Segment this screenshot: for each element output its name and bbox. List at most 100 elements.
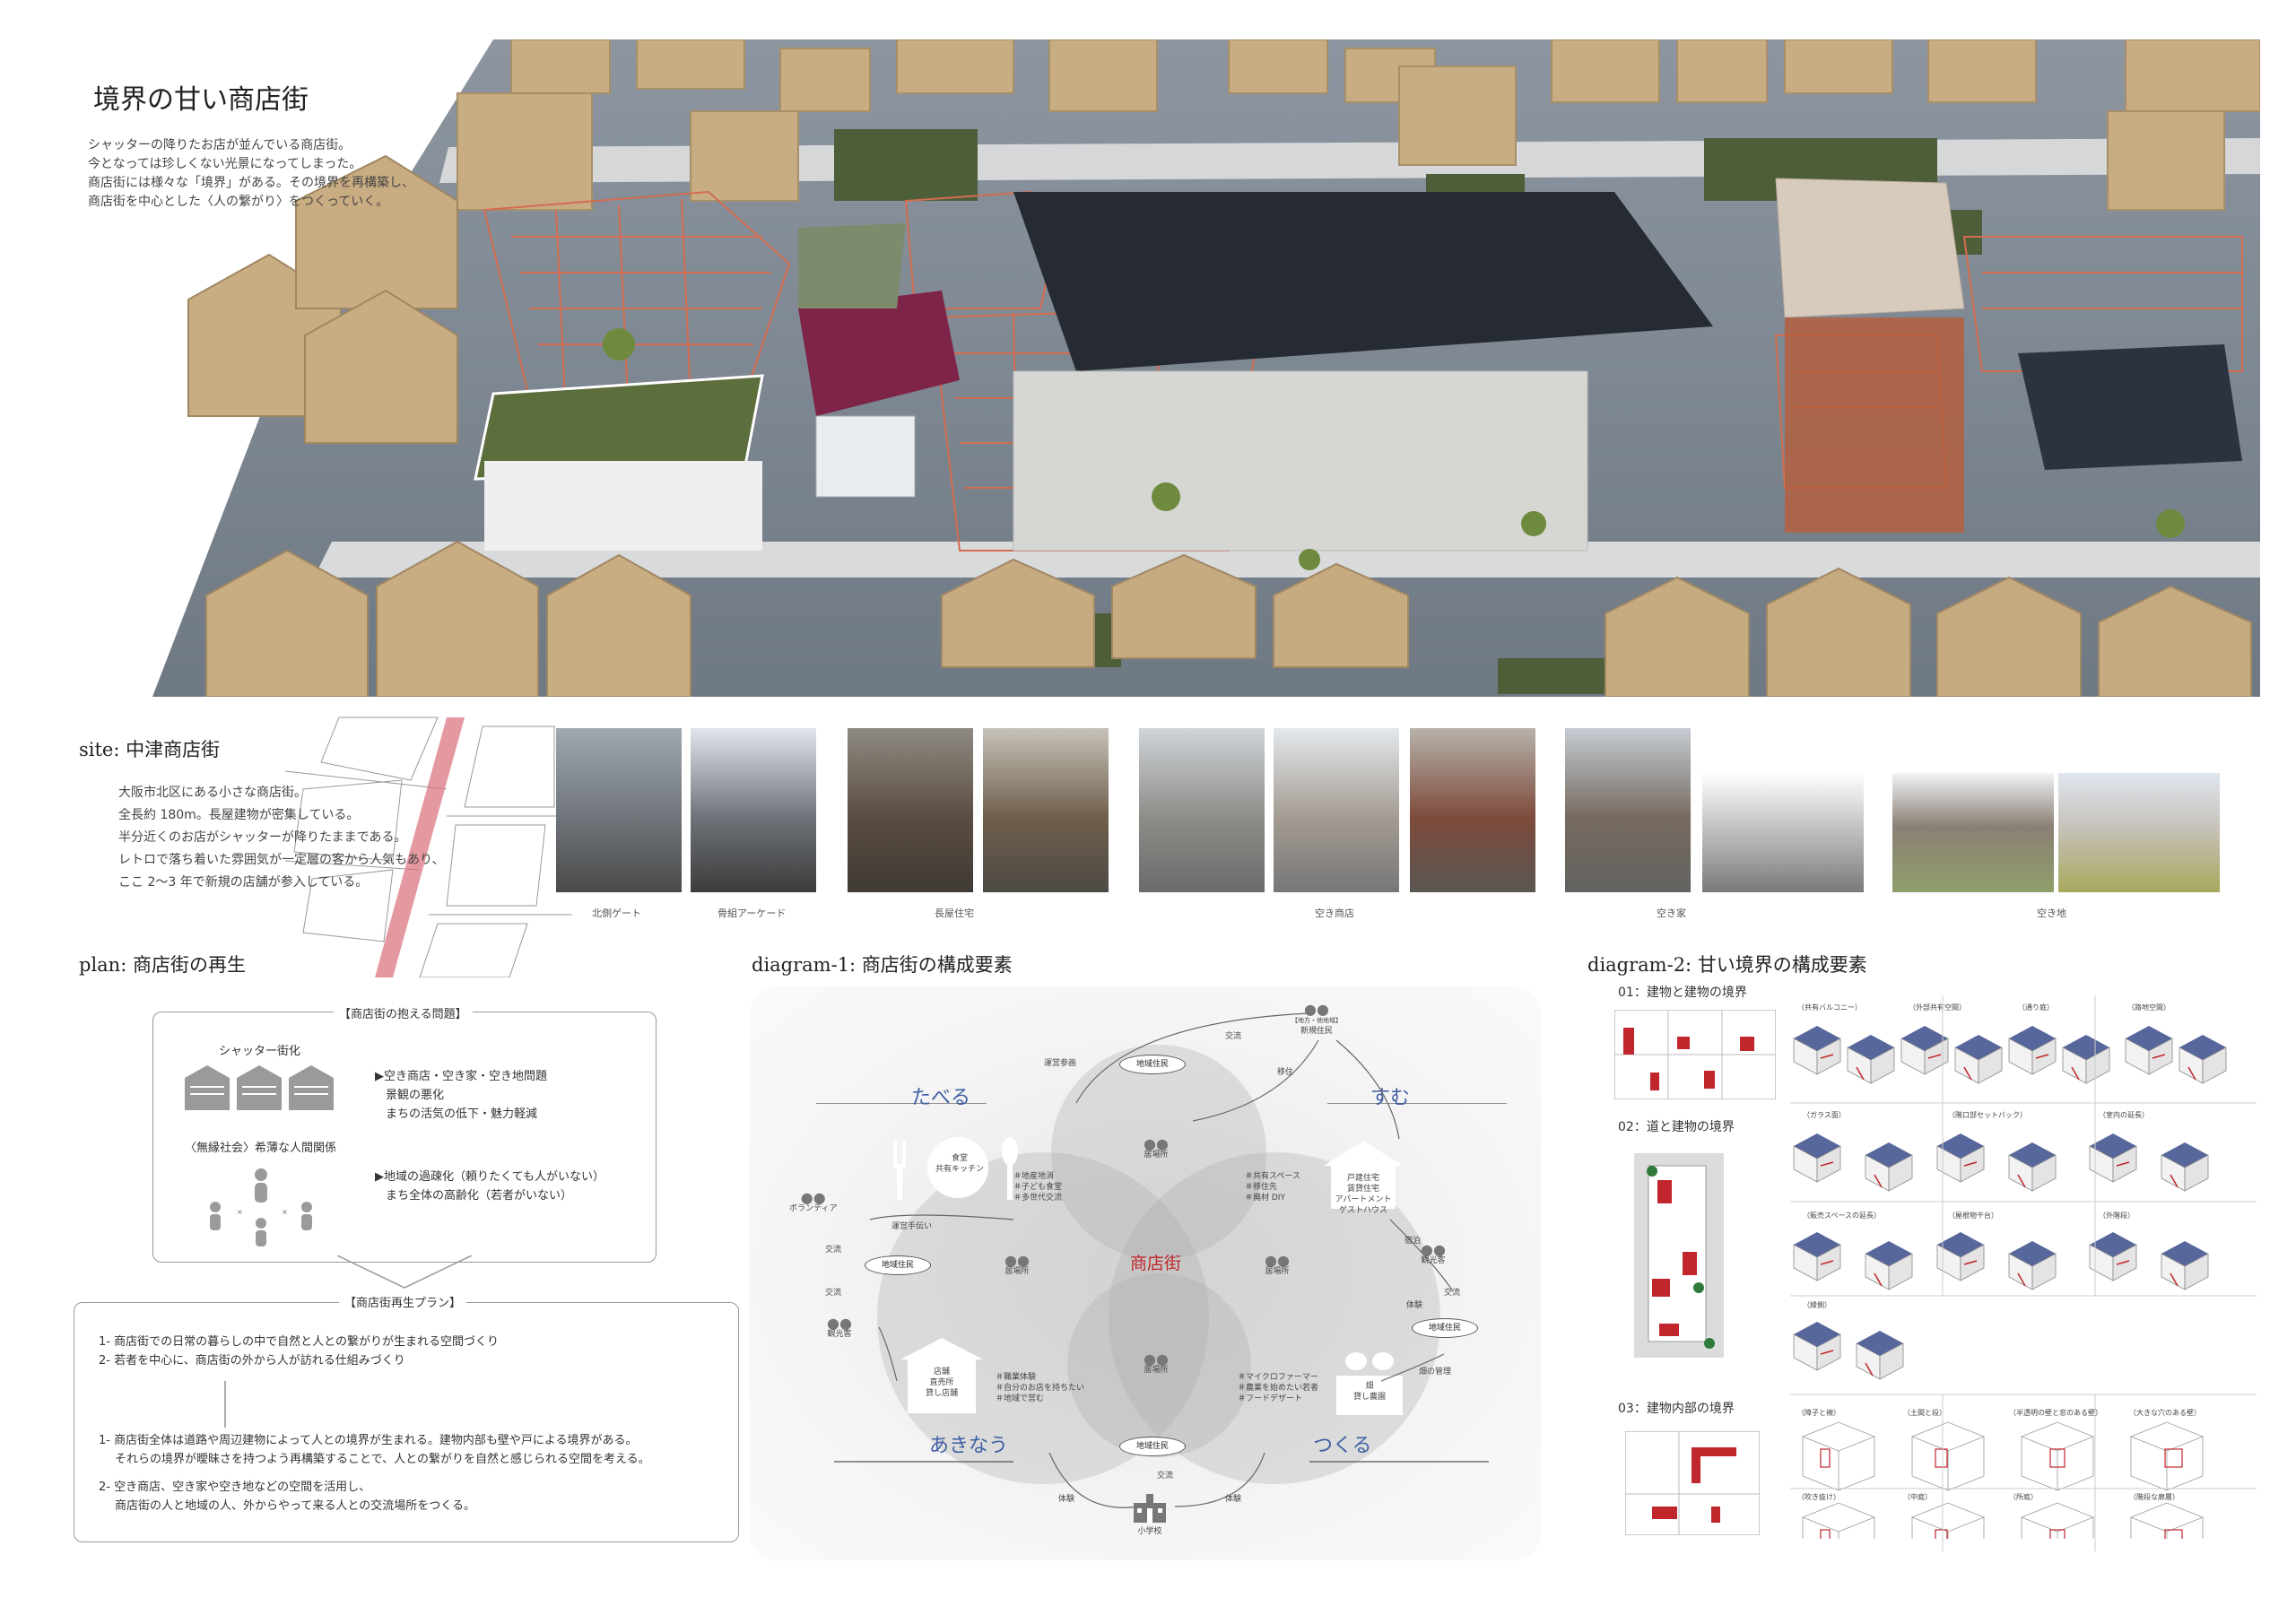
- venn-circle-top: [1051, 1045, 1266, 1260]
- site-photo-4: [983, 728, 1109, 892]
- site-photo-11: [2058, 773, 2220, 892]
- d2-label-1-2: （外部共有空間）: [1909, 1003, 1966, 1012]
- section-02: 02：道と建物の境界: [1618, 1120, 1735, 1134]
- quadrant-tsukuru: つくる: [1313, 1435, 1372, 1457]
- svg-text:×: ×: [237, 1208, 243, 1216]
- d2-label-4-1: （縁側）: [1803, 1301, 1831, 1309]
- svg-text:×: ×: [282, 1208, 288, 1216]
- venn-circle-bottom: [1067, 1273, 1251, 1457]
- d2-label-2-3: （室内の延長）: [2099, 1111, 2149, 1119]
- label-tetsudai: 運営手伝い: [891, 1222, 933, 1231]
- shutter-points: ▶空き商店・空き家・空き地問題 景観の悪化 まちの活気の低下・魅力軽減: [375, 1070, 547, 1121]
- problems-label: 【商店街の抱える問題】: [334, 1004, 473, 1021]
- d2-label-1-3: （通り庭）: [2018, 1003, 2054, 1012]
- plan-heading: plan: 商店街の再生: [79, 954, 246, 976]
- plan-arrow-chevron: [336, 1255, 473, 1295]
- label-hatake: 畑の管理: [1419, 1368, 1452, 1376]
- label-koryu-left2: 交流: [825, 1289, 842, 1298]
- label-koryu-top: 交流: [1225, 1032, 1242, 1041]
- site-photo-8: [1565, 728, 1691, 892]
- plan-thumb-02: [1634, 1153, 1724, 1361]
- site-photo-7: [1410, 728, 1535, 892]
- d2-label-1-1: （共有バルコニー）: [1797, 1003, 1862, 1012]
- node-volunteer: ●● ボランティア: [789, 1189, 838, 1214]
- label-taiken-right: 体験: [1406, 1301, 1423, 1310]
- make-tags: ＃マイクロファーマー＃農業を始めたい若者＃フードデザート: [1238, 1373, 1319, 1403]
- people-icon: ●●: [800, 1189, 826, 1206]
- venn-center: 商店街: [1130, 1254, 1182, 1273]
- caption-empty-house: 空き家: [1657, 908, 1686, 919]
- model-photo: [152, 39, 2261, 698]
- node-tourist-left: ●● 観光客: [827, 1315, 852, 1340]
- sprout-icon: [1329, 1349, 1410, 1420]
- place-left: ●●居場所: [1004, 1252, 1030, 1277]
- d2-label-5-4: （大きな穴のある壁）: [2129, 1409, 2201, 1417]
- site-photo-5: [1139, 728, 1265, 892]
- school-icon: [1132, 1494, 1168, 1526]
- place-right: ●●居場所: [1265, 1252, 1290, 1277]
- quadrant-sumu: すむ: [1370, 1087, 1411, 1109]
- plan-thumb-01: [1613, 1009, 1777, 1103]
- shutter-icons: [185, 1065, 337, 1114]
- badge-local-left: 地域住民: [865, 1255, 931, 1275]
- muen-points: ▶地域の過疎化（頼りたくても人がいない） まち全体の高齢化（若者がいない）: [375, 1170, 604, 1203]
- diagram1-heading: diagram-1: 商店街の構成要素: [752, 954, 1013, 976]
- site-photo-6: [1274, 728, 1399, 892]
- site-map: [284, 708, 572, 978]
- venn-circle-left: [877, 1152, 1209, 1484]
- quadrant-taberu: たべる: [911, 1087, 971, 1109]
- people-icon: ●●: [1004, 1252, 1030, 1269]
- node-school: 小学校: [1132, 1494, 1168, 1537]
- site-photo-3: [848, 728, 973, 892]
- site-text: 大阪市北区にある小さな商店街。 全長約 180m。長屋建物が密集している。 半分…: [118, 786, 445, 890]
- section-01: 01：建物と建物の境界: [1618, 986, 1747, 1000]
- d2-label-3-1: （販売スペースの延長）: [1803, 1211, 1882, 1220]
- site-heading: site: 中津商店街: [79, 739, 221, 760]
- d2-label-2-1: （ガラス面）: [1803, 1111, 1846, 1119]
- badge-local-bottom: 地域住民: [1119, 1437, 1186, 1456]
- problems-box: [152, 1012, 657, 1263]
- plan-details: 1- 商店街全体は道路や周辺建物によって人との境界が生まれる。建物内部も壁や戸に…: [99, 1434, 650, 1513]
- house-icon: [1318, 1139, 1408, 1214]
- caption-empty-lot: 空き地: [2037, 908, 2066, 919]
- sell-icon-text: 店舗直売所貸し店舗: [925, 1368, 958, 1398]
- d2-label-3-2: （屋根物干台）: [1948, 1211, 1998, 1220]
- label-taiken-br: 体験: [1225, 1495, 1242, 1504]
- shop-icon: [897, 1336, 987, 1420]
- caption-arcade: 骨組アーケード: [718, 908, 787, 919]
- node-tourist-right: ●● 観光客: [1421, 1241, 1446, 1266]
- d2-label-6-2: （中庭）: [1903, 1493, 1932, 1501]
- shutter-label: シャッター街化: [219, 1045, 301, 1058]
- place-top: ●●居場所: [1144, 1135, 1169, 1160]
- d2-label-5-1: （障子と襖）: [1797, 1409, 1840, 1417]
- plan-label: 【商店街再生プラン】: [339, 1293, 467, 1310]
- muen-label: 〈無縁社会〉希薄な人間関係: [185, 1142, 337, 1155]
- people-icon: ●●: [1144, 1350, 1169, 1368]
- site-photo-2: [691, 728, 816, 892]
- plan-divider: [224, 1381, 226, 1428]
- people-icon: ●●: [1421, 1241, 1446, 1258]
- sell-tags: ＃職業体験＃自分のお店を持ちたい＃地域で営む: [996, 1373, 1085, 1403]
- label-koryu-right: 交流: [1444, 1289, 1461, 1298]
- eat-tags: ＃地産地消＃子ども食堂＃多世代交流: [1013, 1172, 1063, 1203]
- node-new-resident: ●● 【地方・他地域】 新規住民: [1292, 1001, 1342, 1037]
- people-icons: ××: [203, 1168, 319, 1252]
- plan-items: 1- 商店街での日常の暮らしの中で自然と人との繋がりが生まれる空間づくり 2- …: [99, 1335, 499, 1368]
- d2-label-6-4: （階段な廊層）: [2129, 1493, 2179, 1501]
- d2-label-3-3: （外階段）: [2099, 1211, 2135, 1220]
- label-taiken-bl: 体験: [1058, 1495, 1075, 1504]
- badge-local-top: 地域住民: [1119, 1055, 1186, 1074]
- eat-icon: [888, 1132, 1022, 1207]
- site-photo-10: [1892, 773, 2054, 892]
- label-koryu-bottom: 交流: [1157, 1472, 1174, 1481]
- diagram2-heading: diagram-2: 甘い境界の構成要素: [1587, 954, 1867, 976]
- site-photo-1: [556, 728, 682, 892]
- diagram1-arrows: [780, 1004, 1534, 1546]
- badge-local-right: 地域住民: [1412, 1318, 1478, 1338]
- section-03: 03：建物内部の境界: [1618, 1402, 1735, 1416]
- site-photo-9: [1702, 773, 1864, 892]
- quadrant-akinau: あきなう: [929, 1435, 1009, 1457]
- intro-text: シャッターの降りたお店が並んでいる商店街。 今となっては珍しくない光景になってし…: [88, 138, 414, 209]
- caption-empty-shop: 空き商店: [1315, 908, 1354, 919]
- place-bottom: ●●居場所: [1144, 1350, 1169, 1376]
